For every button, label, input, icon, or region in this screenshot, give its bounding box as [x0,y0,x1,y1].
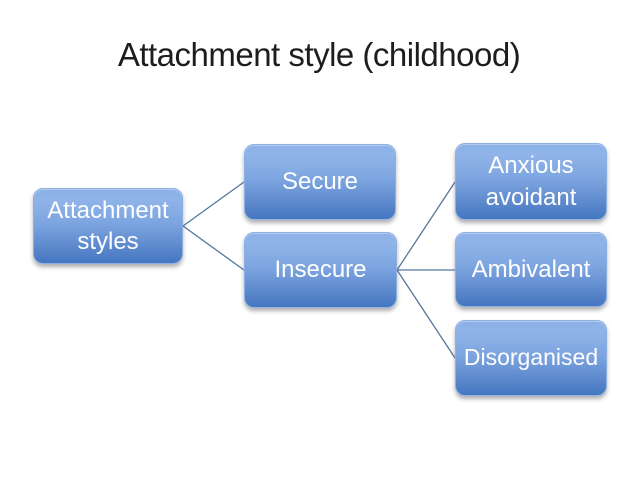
node-secure-label: Secure [281,168,359,196]
node-insecure: Insecure [244,232,397,308]
node-anxious-avoidant: Anxious avoidant [455,143,607,220]
connector-insecure-disorganised [396,269,456,359]
connector-root-insecure [182,225,245,271]
slide-title: Attachment style (childhood) [117,36,521,73]
connector-insecure-anxious [396,181,456,271]
node-secure: Secure [244,144,396,220]
node-insecure-label: Insecure [274,256,367,284]
node-ambivalent-label: Ambivalent [471,255,591,283]
node-ambivalent: Ambivalent [455,232,607,307]
node-attachment-styles: Attachment styles [33,188,183,264]
node-attachment-styles-label: Attachment styles [47,196,169,255]
connector-root-secure [182,181,245,227]
node-disorganised-label: Disorganised [463,344,599,371]
node-disorganised: Disorganised [455,320,607,396]
node-anxious-avoidant-label: Anxious avoidant [485,152,577,211]
